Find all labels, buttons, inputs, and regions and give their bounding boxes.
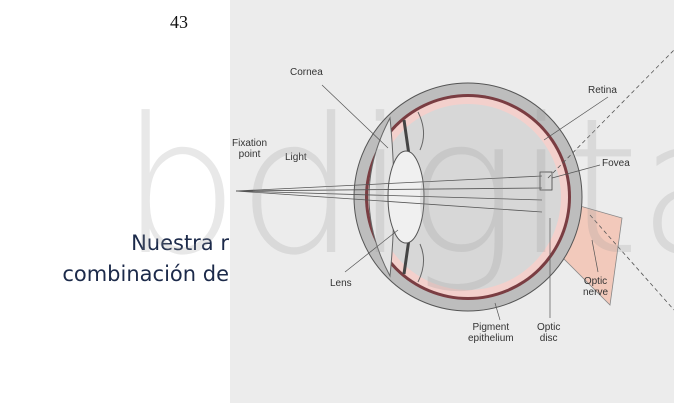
page-number: 43: [170, 12, 188, 33]
label-light: Light: [285, 152, 307, 163]
label-cornea: Cornea: [290, 67, 323, 78]
eye-diagram: [230, 0, 674, 403]
retina-leader: [544, 97, 608, 140]
body-text-line-1: Nuestra r: [131, 231, 229, 255]
cornea-leader: [322, 85, 388, 148]
label-retina: Retina: [588, 85, 617, 96]
lens-shape: [388, 151, 424, 243]
label-lens: Lens: [330, 278, 352, 289]
body-text-line-2: combinación de: [62, 262, 229, 286]
label-fovea: Fovea: [602, 158, 630, 169]
